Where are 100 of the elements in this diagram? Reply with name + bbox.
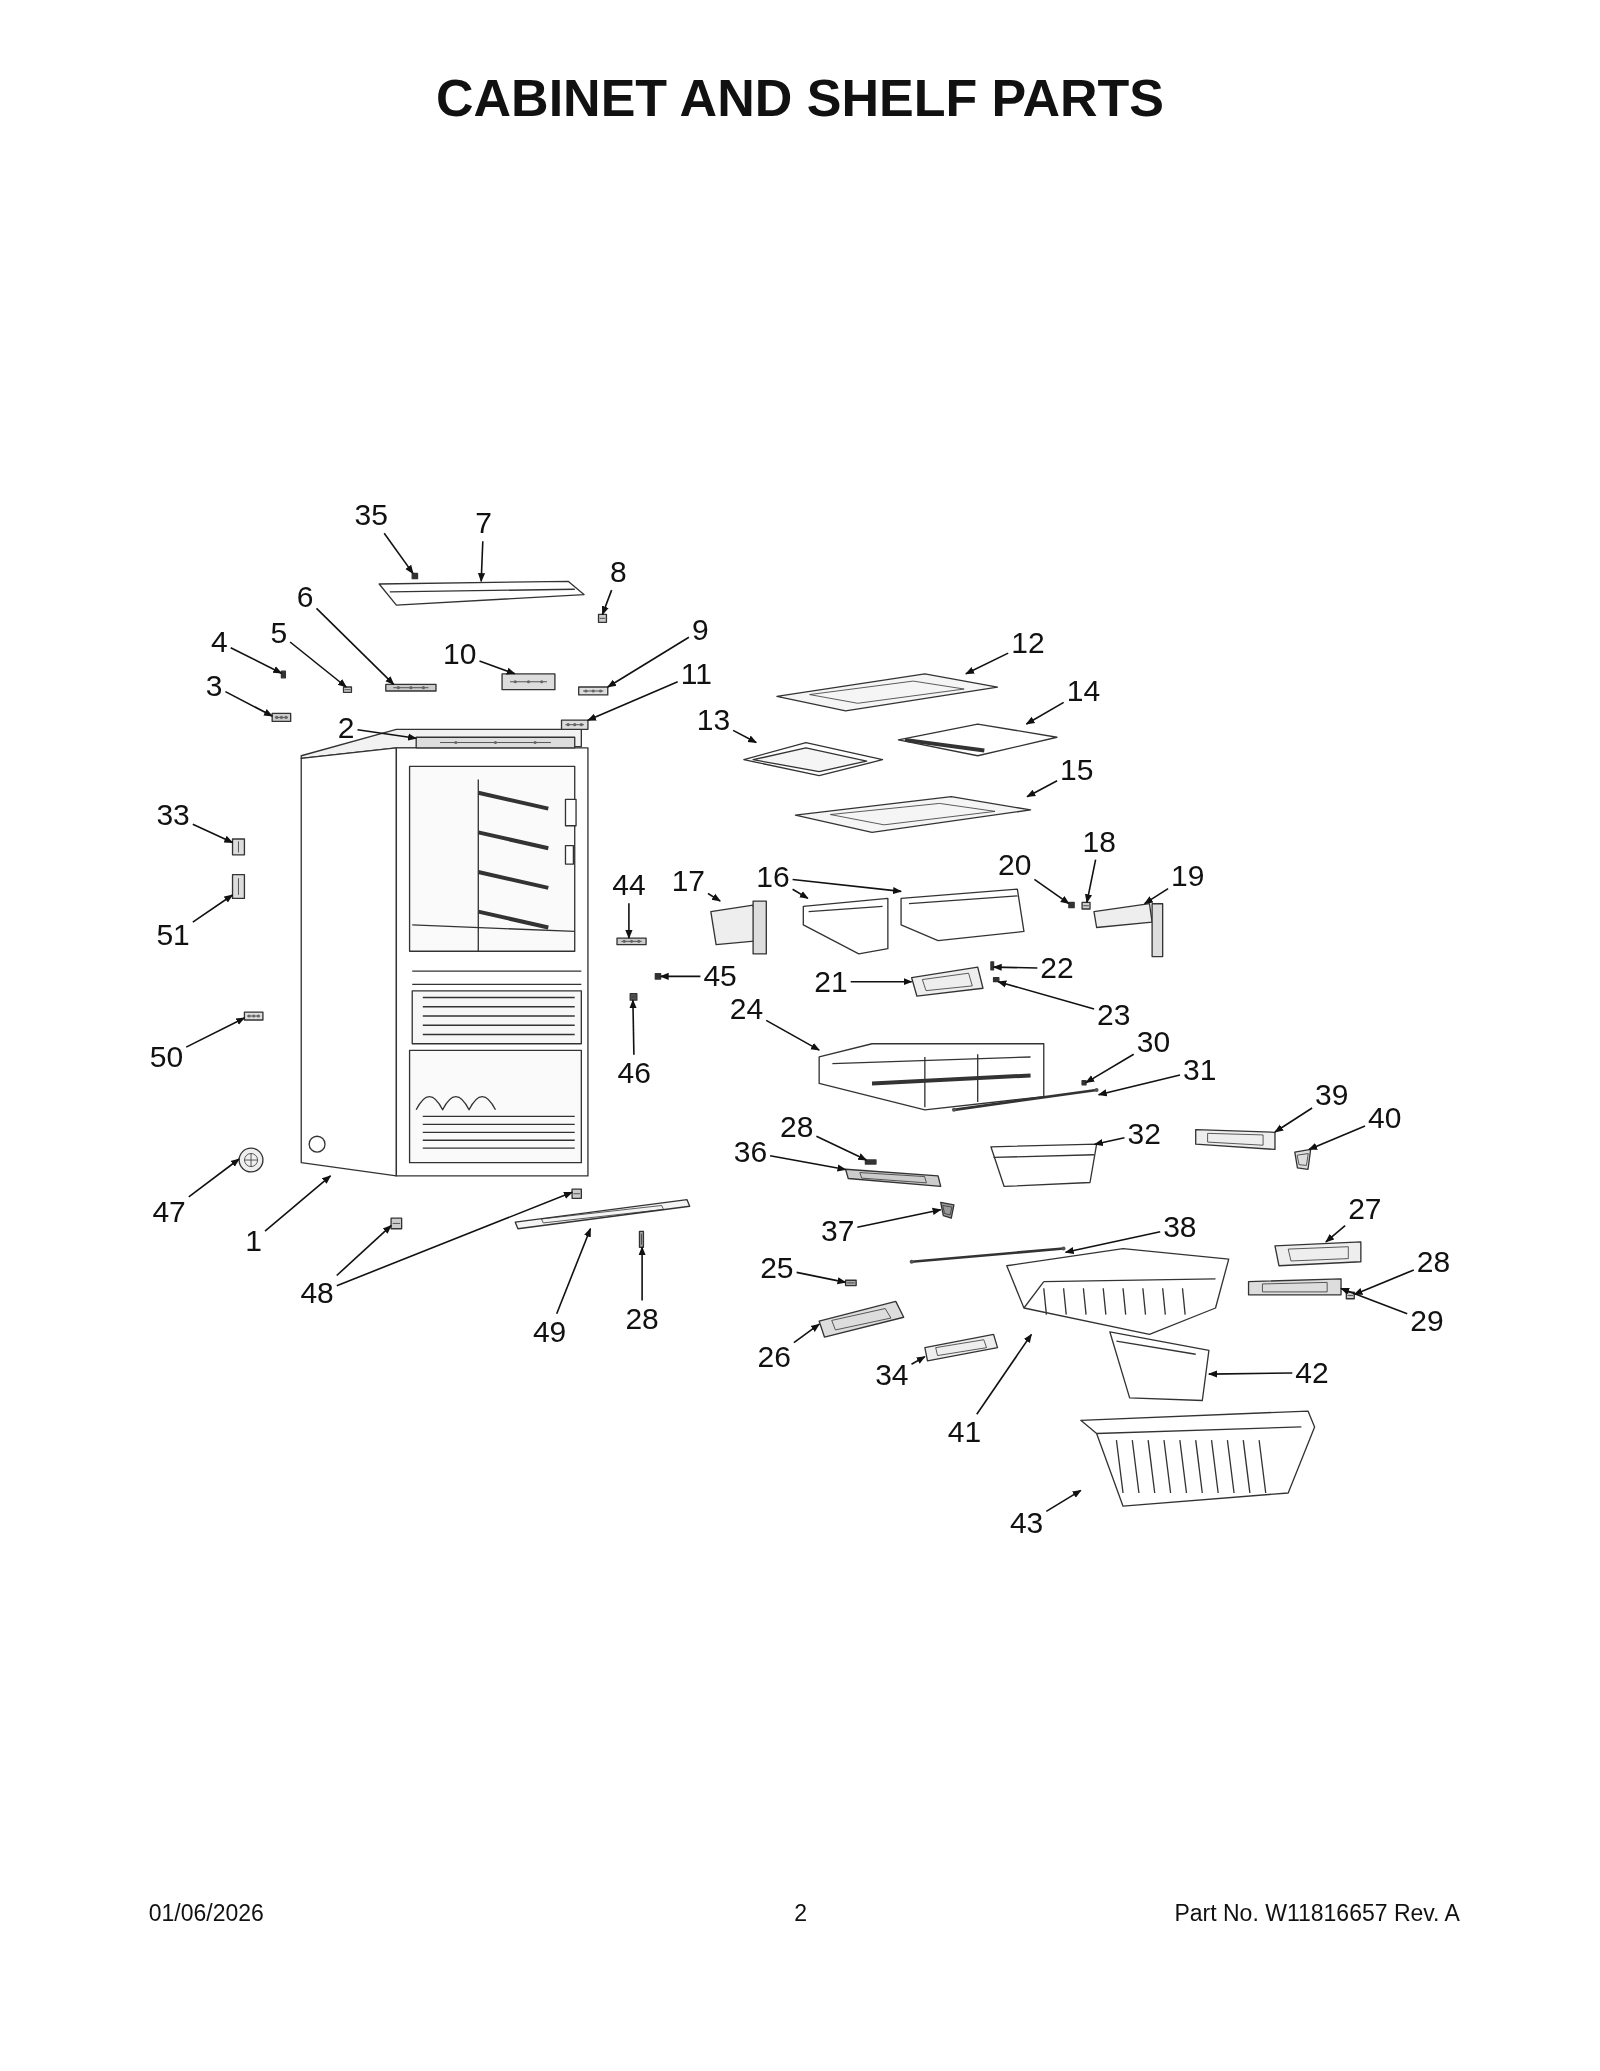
footer-text: 2 — [794, 1900, 808, 1927]
leader-arrow — [587, 681, 679, 722]
clip-drawing — [597, 613, 608, 623]
callout-number: 34 — [875, 1360, 909, 1391]
bin-drawing — [990, 1143, 1098, 1188]
pin-drawing — [990, 961, 995, 971]
callout-number: 14 — [1066, 676, 1101, 706]
stop-drawing — [940, 1201, 955, 1219]
callout-number: 45 — [703, 961, 737, 992]
leader-arrow — [224, 690, 273, 717]
callout-number: 24 — [729, 994, 764, 1025]
leader-arrow — [1064, 1230, 1161, 1254]
screw-drawing — [411, 572, 419, 580]
hinge-cover-drawing — [501, 673, 556, 691]
leader-arrow — [1025, 701, 1065, 725]
callout-number: 38 — [1163, 1212, 1197, 1243]
hinge-drawing — [271, 712, 292, 723]
callout-number: 17 — [671, 866, 706, 897]
leader-arrow — [965, 652, 1009, 675]
callout-number: 28 — [625, 1303, 659, 1334]
screw-drawing — [992, 977, 1000, 983]
screw-drawing — [844, 1279, 857, 1287]
glass-shelf-drawing — [794, 796, 1032, 834]
leader-arrow — [192, 894, 234, 923]
callout-number: 41 — [947, 1417, 982, 1448]
leader-arrow — [336, 1191, 573, 1287]
callout-number: 20 — [998, 850, 1032, 881]
crisper-bin-drawing — [802, 897, 889, 955]
callout-number: 37 — [820, 1216, 855, 1247]
leader-arrow — [601, 589, 613, 616]
leader-arrow — [976, 1333, 1033, 1415]
callout-number: 28 — [1416, 1246, 1451, 1277]
leader-arrow — [188, 1158, 240, 1198]
shelf-drawing — [897, 723, 1058, 757]
footer-text: 01/06/2026 — [148, 1900, 264, 1927]
glass-shelf-drawing — [776, 673, 999, 712]
rod-drawing — [909, 1246, 1066, 1264]
callout-number: 7 — [475, 508, 492, 539]
callout-number: 6 — [296, 582, 314, 613]
callout-number: 29 — [1410, 1306, 1444, 1337]
callout-number: 35 — [354, 500, 388, 531]
leader-arrow — [1085, 1053, 1135, 1084]
slide-rail-drawing — [710, 900, 767, 955]
leader-arrow — [856, 1207, 942, 1228]
leader-arrow — [910, 1355, 926, 1365]
leader-arrow — [335, 1224, 392, 1277]
leader-arrow — [795, 1271, 847, 1285]
leader-arrow — [1143, 887, 1169, 905]
leader-arrow — [1097, 1074, 1181, 1097]
callout-number: 36 — [733, 1137, 768, 1168]
leader-arrow — [1353, 1269, 1415, 1296]
slide-rail-drawing — [844, 1168, 942, 1188]
trim-strip-drawing — [385, 683, 437, 692]
crisper-bin-drawing — [900, 888, 1025, 942]
screw-drawing — [1081, 901, 1091, 910]
slide-rail-drawing — [1093, 903, 1164, 958]
page-title: CABINET AND SHELF PARTS — [435, 68, 1165, 128]
callout-number: 43 — [1009, 1508, 1044, 1539]
leader-arrow — [315, 607, 395, 686]
leader-arrow — [732, 729, 757, 744]
callout-number: 22 — [1040, 953, 1074, 984]
foot-drawing — [571, 1188, 582, 1199]
bracket-drawing — [243, 1011, 264, 1021]
bracket-drawing — [616, 937, 647, 946]
callout-number: 2 — [337, 713, 355, 743]
leader-arrow — [992, 963, 1039, 971]
callout-number: 25 — [760, 1253, 794, 1284]
leader-arrow — [185, 1017, 246, 1048]
screw-drawing — [1345, 1291, 1355, 1300]
leader-arrow — [1033, 878, 1070, 905]
callout-number: 1 — [245, 1225, 262, 1256]
callout-number: 49 — [532, 1316, 567, 1347]
callout-number: 18 — [1082, 826, 1116, 857]
callout-number: 11 — [680, 658, 712, 689]
leader-arrow — [625, 902, 633, 939]
callout-number: 32 — [1127, 1118, 1161, 1149]
foot-drawing — [390, 1217, 403, 1230]
bin-drawing — [1109, 1331, 1210, 1402]
cover-drawing — [231, 838, 246, 856]
footer-text: Part No. W11816657 Rev. A — [1174, 1900, 1460, 1927]
callout-number: 39 — [1315, 1080, 1349, 1111]
screw-drawing — [638, 1230, 645, 1248]
screw-drawing — [654, 973, 662, 980]
callout-number: 47 — [152, 1196, 186, 1227]
callout-number: 19 — [1171, 860, 1205, 891]
callout-number: 15 — [1060, 755, 1094, 786]
callout-number: 33 — [156, 800, 190, 831]
screw-drawing — [864, 1159, 877, 1165]
callout-number: 16 — [756, 862, 790, 893]
callout-number: 26 — [757, 1341, 791, 1372]
leader-arrow — [607, 636, 690, 688]
callout-number: 12 — [1011, 628, 1045, 659]
leader-arrow — [1325, 1224, 1346, 1243]
leader-arrow — [815, 1135, 868, 1161]
leader-arrow — [849, 978, 913, 986]
leader-arrow — [1308, 1125, 1366, 1151]
screw-drawing — [629, 992, 638, 1001]
top-panel-drawing — [378, 580, 585, 606]
callout-number: 44 — [612, 870, 646, 901]
leader-arrow — [192, 823, 234, 844]
